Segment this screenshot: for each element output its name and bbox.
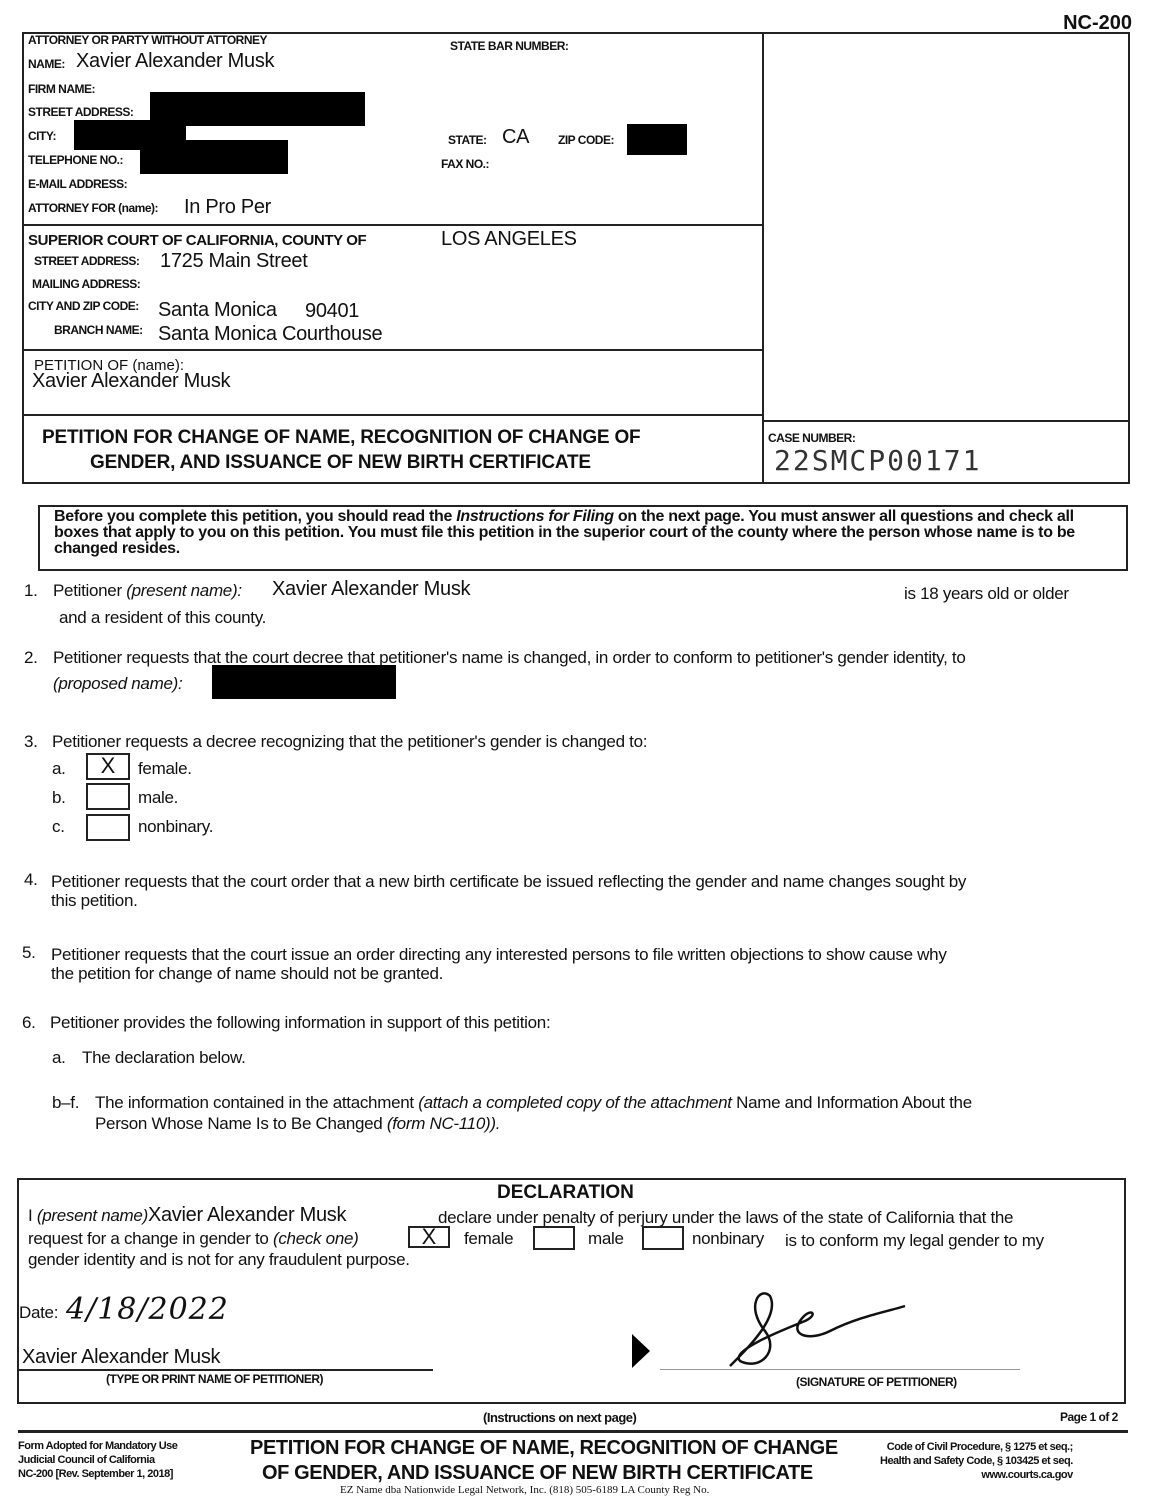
- zip-label: ZIP CODE:: [558, 133, 614, 147]
- redaction: [212, 665, 396, 699]
- redaction: [140, 140, 288, 174]
- case-number-label: CASE NUMBER:: [768, 431, 856, 445]
- decl-text4: gender identity and is not for any fraud…: [28, 1250, 410, 1269]
- decl-female-label: female: [464, 1229, 514, 1248]
- redaction: [627, 124, 687, 155]
- instructions-note: (Instructions on next page): [483, 1410, 637, 1425]
- declaration-box: [17, 1178, 1126, 1404]
- declaration-heading: DECLARATION: [497, 1182, 634, 1203]
- item5-line2: the petition for change of name should n…: [51, 964, 444, 983]
- item1-label: Petitioner (present name):: [53, 581, 242, 600]
- nonbinary-label: nonbinary.: [138, 817, 214, 836]
- court-zip: 90401: [305, 300, 360, 322]
- nonbinary-checkbox[interactable]: [86, 814, 130, 841]
- item2-text: Petitioner requests that the court decre…: [53, 648, 966, 667]
- decl-text3: is to conform my legal gender to my: [785, 1231, 1044, 1250]
- item-number: 4.: [24, 870, 38, 889]
- male-label: male.: [138, 788, 179, 807]
- notice-text: Before you complete this petition, you s…: [54, 508, 1075, 557]
- option-letter: c.: [52, 817, 65, 836]
- cityzip-label: CITY AND ZIP CODE:: [28, 299, 139, 313]
- item6bf-line1: The information contained in the attachm…: [95, 1093, 972, 1112]
- code-citation: Code of Civil Procedure, § 1275 et seq.;…: [880, 1441, 1073, 1481]
- item-number: 2.: [24, 648, 38, 667]
- page-number: Page 1 of 2: [1060, 1410, 1118, 1424]
- item6a-text: The declaration below.: [82, 1048, 246, 1067]
- state-bar-label: STATE BAR NUMBER:: [450, 39, 569, 53]
- item-number: 5.: [22, 943, 36, 962]
- court-city: Santa Monica: [158, 299, 277, 321]
- decl-text1: declare under penalty of perjury under t…: [438, 1208, 1014, 1227]
- state-label: STATE:: [448, 133, 487, 147]
- decl-female-checkbox[interactable]: X: [408, 1226, 450, 1248]
- item4-line1: Petitioner requests that the court order…: [51, 872, 967, 891]
- item6-text: Petitioner provides the following inform…: [50, 1013, 551, 1032]
- court-street: 1725 Main Street: [160, 250, 308, 272]
- item-number: 1.: [24, 581, 38, 600]
- age-text: is 18 years old or older: [904, 584, 1069, 603]
- notice-box: [38, 505, 1128, 571]
- petition-of-name: Xavier Alexander Musk: [32, 370, 231, 392]
- email-label: E-MAIL ADDRESS:: [28, 177, 128, 191]
- date-value: 4/18/2022: [66, 1292, 229, 1327]
- print-name-label: (TYPE OR PRINT NAME OF PETITIONER): [106, 1372, 324, 1386]
- attorney-for-label: ATTORNEY FOR (name):: [28, 201, 159, 215]
- item-number: 6.: [22, 1013, 36, 1032]
- option-letter: a.: [52, 759, 66, 778]
- attorney-name: Xavier Alexander Musk: [76, 50, 275, 72]
- female-label: female.: [138, 759, 192, 778]
- decl-nonbinary-label: nonbinary: [692, 1229, 764, 1248]
- branch: Santa Monica Courthouse: [158, 323, 383, 345]
- item6bf-line2: Person Whose Name Is to Be Changed (form…: [95, 1114, 501, 1133]
- decl-text2: request for a change in gender to (check…: [28, 1229, 359, 1248]
- signature-label: (SIGNATURE OF PETITIONER): [796, 1375, 957, 1389]
- proposed-name-label: (proposed name):: [53, 674, 183, 693]
- item-number: 3.: [24, 732, 38, 751]
- court-street-label: STREET ADDRESS:: [34, 254, 140, 268]
- title-line2: GENDER, AND ISSUANCE OF NEW BIRTH CERTIF…: [90, 452, 591, 473]
- phone-label: TELEPHONE NO.:: [28, 153, 124, 167]
- state-value: CA: [502, 126, 530, 148]
- fax-label: FAX NO.:: [441, 157, 490, 171]
- name-label: NAME:: [28, 57, 65, 71]
- footer-title-line1: PETITION FOR CHANGE OF NAME, RECOGNITION…: [250, 1437, 838, 1459]
- female-checkbox[interactable]: X: [86, 753, 130, 780]
- date-label: Date:: [19, 1303, 59, 1322]
- title-line1: PETITION FOR CHANGE OF NAME, RECOGNITION…: [42, 427, 641, 448]
- item3-text: Petitioner requests a decree recognizing…: [52, 732, 648, 751]
- printed-name: Xavier Alexander Musk: [22, 1346, 221, 1368]
- publisher: EZ Name dba Nationwide Legal Network, In…: [340, 1484, 710, 1496]
- attorney-for: In Pro Per: [184, 196, 272, 218]
- decl-male-label: male: [588, 1229, 624, 1248]
- item4-line2: this petition.: [51, 891, 138, 910]
- firm-label: FIRM NAME:: [28, 82, 96, 96]
- decl-nonbinary-checkbox[interactable]: [642, 1226, 684, 1250]
- attorney-label: ATTORNEY OR PARTY WITHOUT ATTORNEY: [28, 33, 268, 47]
- present-name: Xavier Alexander Musk: [272, 578, 471, 600]
- court-title: SUPERIOR COURT OF CALIFORNIA, COUNTY OF: [28, 232, 367, 249]
- option-letter: b.: [52, 788, 66, 807]
- mailing-label: MAILING ADDRESS:: [32, 277, 141, 291]
- branch-label: BRANCH NAME:: [54, 323, 143, 337]
- caption-box: [22, 32, 1130, 484]
- petition-of-label: PETITION OF (name):: [34, 357, 185, 374]
- item5-line1: Petitioner requests that the court issue…: [51, 945, 947, 964]
- male-checkbox[interactable]: [86, 783, 130, 810]
- sub-letter: a.: [52, 1048, 66, 1067]
- resident-text: and a resident of this county.: [59, 608, 267, 627]
- decl-present-name: I (present name)Xavier Alexander Musk: [28, 1204, 347, 1226]
- case-number: 22SMCP00171: [774, 444, 982, 477]
- street-label: STREET ADDRESS:: [28, 105, 134, 119]
- decl-male-checkbox[interactable]: [533, 1226, 575, 1250]
- sign-here-arrow-icon: [632, 1334, 650, 1368]
- sub-letter: b–f.: [52, 1093, 80, 1112]
- county: LOS ANGELES: [441, 228, 577, 250]
- city-label: CITY:: [28, 129, 56, 143]
- footer-title-line2: OF GENDER, AND ISSUANCE OF NEW BIRTH CER…: [262, 1462, 813, 1484]
- signature: [729, 1292, 906, 1367]
- form-id: NC-200: [1063, 12, 1132, 34]
